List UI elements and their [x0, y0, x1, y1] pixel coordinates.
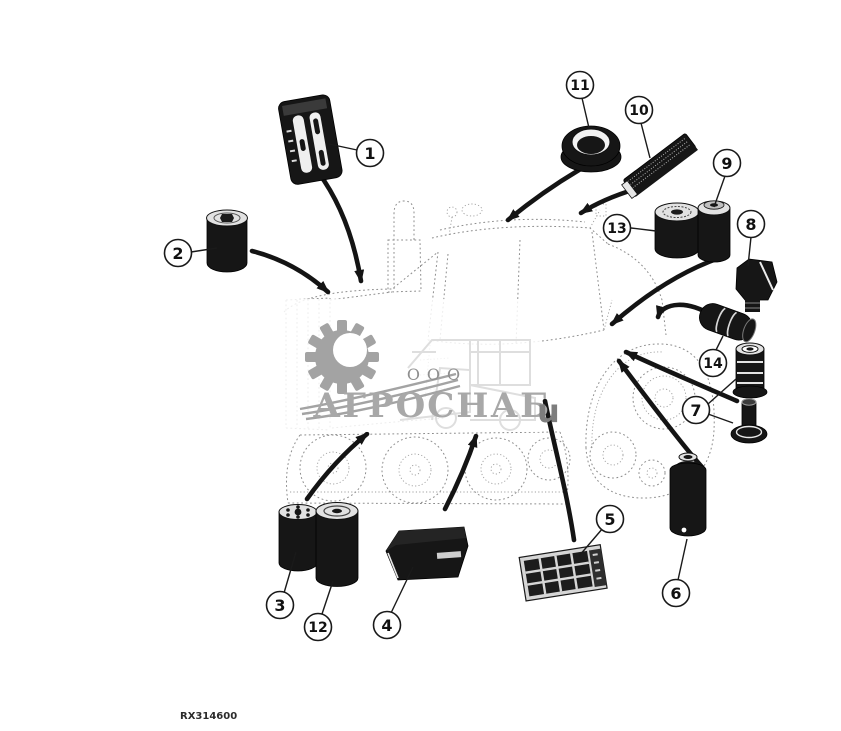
callout-11: 11 — [565, 70, 595, 129]
arrow-part-11 — [505, 167, 582, 223]
part-2-spin-on-filter — [206, 209, 248, 273]
callout-leader-line — [630, 227, 657, 232]
callout-3: 3 — [265, 551, 297, 620]
callout-circle — [712, 148, 742, 178]
part-7-strainer — [732, 342, 768, 399]
part-11-seal-ring — [560, 125, 622, 173]
callout-leader-line — [190, 247, 218, 253]
arrow-part-4 — [442, 433, 479, 512]
callout-number: 14 — [703, 356, 723, 372]
callout-number: 8 — [745, 215, 756, 234]
part-5-grid-filter — [518, 544, 608, 602]
callout-leader-line — [321, 580, 334, 615]
callout-leader-line — [713, 175, 726, 208]
location-arrows — [249, 167, 740, 543]
part-14-bushing — [699, 303, 757, 343]
callout-4: 4 — [372, 566, 414, 640]
callout-10: 10 — [624, 95, 654, 159]
callout-leader-line — [640, 122, 651, 159]
swoosh-lines — [299, 372, 461, 421]
callout-circle — [681, 395, 711, 425]
arrow-part-5 — [542, 398, 577, 543]
callout-2: 2 — [163, 238, 218, 268]
part-illustrations — [206, 94, 778, 602]
part-9-filter — [697, 200, 731, 263]
watermark: ООО АГРОСНАБ — [280, 299, 551, 432]
arrow-part-7 — [623, 349, 740, 404]
arrow-part-1 — [315, 169, 365, 284]
callout-number: 13 — [607, 221, 626, 237]
callout-leader-line — [328, 143, 358, 151]
callout-circle — [565, 70, 595, 100]
watermark-domain-letter: u — [537, 392, 560, 430]
part-1-panel-filter — [278, 94, 343, 185]
callout-circle — [372, 610, 402, 640]
callout-leader-line — [390, 566, 414, 614]
callout-circle — [624, 95, 654, 125]
callout-14: 14 — [698, 335, 728, 378]
callout-1: 1 — [328, 138, 385, 168]
callout-leader-line — [747, 236, 752, 267]
callout-number: 2 — [172, 244, 183, 263]
callout-number: 9 — [721, 154, 732, 173]
callout-leader-line — [677, 538, 688, 581]
callout-circle — [595, 504, 625, 534]
callout-number: 12 — [308, 620, 327, 636]
arrow-part-9 — [609, 255, 722, 327]
callout-leader-line — [578, 527, 604, 557]
callout-12: 12 — [303, 580, 334, 642]
callout-7: 7 — [681, 378, 737, 425]
part-10-cab-filter — [621, 133, 698, 200]
part-4-box — [385, 526, 469, 581]
callout-number: 7 — [690, 401, 701, 420]
figure-code: RX314600 — [180, 711, 237, 722]
callout-5: 5 — [578, 504, 625, 557]
callout-circle — [303, 612, 333, 642]
watermark-company-name: АГРОСНАБ — [313, 386, 551, 426]
callout-number: 11 — [570, 78, 589, 94]
callout-leader-line — [707, 378, 737, 405]
part-7-plug-bolt — [730, 398, 768, 444]
gear-icon — [305, 320, 379, 394]
callout-circle — [163, 238, 193, 268]
watermark-harvester-sketch — [399, 339, 536, 431]
callout-number: 1 — [364, 144, 375, 163]
callout-6: 6 — [661, 538, 691, 608]
part-3-spin-on-filter — [278, 504, 318, 572]
callout-circle — [661, 578, 691, 608]
callout-leader-line — [707, 413, 734, 424]
callout-circle — [698, 348, 728, 378]
part-13-filter — [654, 202, 700, 259]
callout-8: 8 — [736, 209, 766, 267]
part-12-spin-on-filter — [315, 502, 359, 587]
part-8-sensor — [735, 258, 778, 312]
callout-leader-line — [715, 335, 724, 351]
callout-circle — [736, 209, 766, 239]
callout-circle — [355, 138, 385, 168]
callout-number: 3 — [274, 596, 285, 615]
callout-number: 4 — [381, 616, 392, 635]
callout-circle — [265, 590, 295, 620]
callout-number: 10 — [629, 103, 649, 119]
callout-13: 13 — [602, 213, 657, 243]
watermark-org-type: ООО — [407, 365, 467, 384]
arrow-part-2 — [249, 248, 331, 295]
part-6-canister — [669, 452, 707, 537]
callout-leader-line — [581, 97, 590, 129]
callout-9: 9 — [712, 148, 742, 208]
callout-leader-line — [283, 551, 297, 594]
callout-number: 5 — [604, 510, 615, 529]
callout-circle — [602, 213, 632, 243]
arrow-part-3-12 — [304, 431, 370, 502]
callout-number: 6 — [670, 584, 681, 603]
